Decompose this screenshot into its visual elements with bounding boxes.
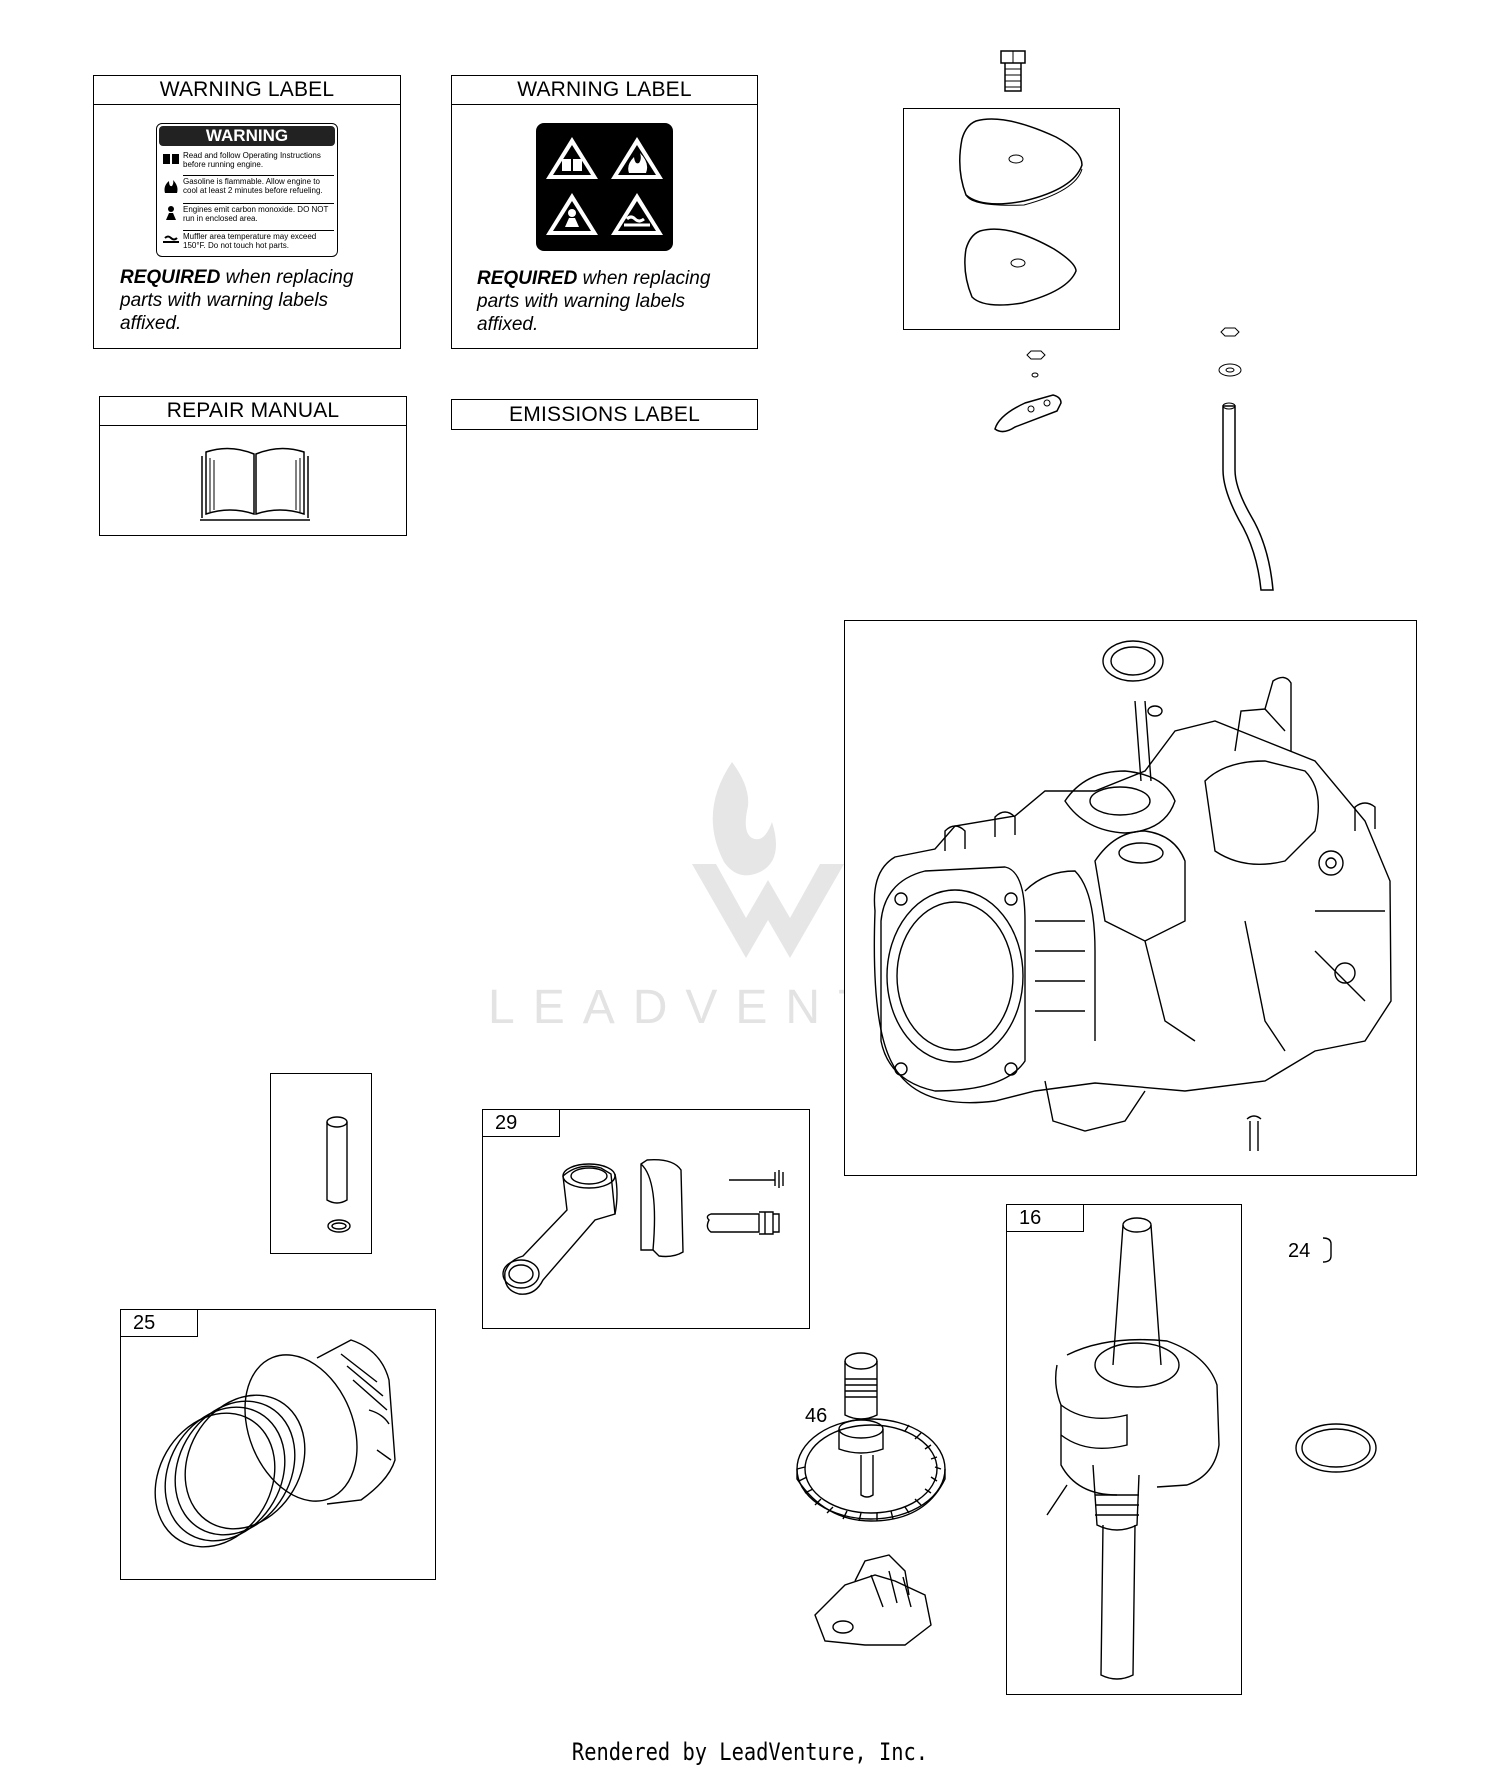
- warning-label-2-panel[interactable]: WARNING LABEL REQUIRED when replacing pa…: [451, 75, 758, 349]
- flame-icon: [164, 180, 178, 193]
- callout-24: 24: [1288, 1240, 1311, 1262]
- hot-surface-warning-icon: [611, 193, 663, 235]
- required-rest: when replacing parts with warning labels…: [477, 268, 711, 335]
- cylinder-block-drawing: [873, 640, 1392, 1151]
- leadventure-logo-watermark: [692, 762, 844, 958]
- person-icon: [166, 206, 176, 220]
- required-emphasis: REQUIRED: [120, 267, 221, 288]
- open-book-icon: [200, 447, 310, 521]
- footer-credit: Rendered by LeadVenture, Inc.: [571, 1738, 929, 1766]
- key-drawing: [1322, 1237, 1332, 1263]
- oil-seal-drawing: [1295, 1423, 1377, 1473]
- hot-surface-icon: [163, 235, 179, 243]
- warning-decal: WARNING Read and follow Operating Instru…: [156, 123, 338, 257]
- safety-symbols-decal: [536, 123, 673, 251]
- warning-decal-line-2: Gasoline is flammable. Allow engine to c…: [183, 176, 334, 204]
- warning-label-1-title: WARNING LABEL: [94, 76, 400, 105]
- breather-drawing: [994, 350, 1062, 433]
- bolt-icon: [1000, 50, 1026, 92]
- repair-manual-panel[interactable]: REPAIR MANUAL: [99, 396, 407, 536]
- emissions-label-title: EMISSIONS LABEL: [509, 403, 700, 426]
- required-emphasis: REQUIRED: [477, 268, 578, 289]
- emissions-label-panel[interactable]: EMISSIONS LABEL: [451, 399, 758, 430]
- gasket-kit-panel[interactable]: [903, 108, 1120, 330]
- dipstick-drawing: [1218, 327, 1274, 591]
- warning-label-2-title: WARNING LABEL: [452, 76, 757, 105]
- crankshaft-drawing: [1046, 1217, 1220, 1680]
- callout-16: 16: [1006, 1204, 1084, 1232]
- book-icon: [163, 154, 179, 164]
- warning-label-1-panel[interactable]: WARNING LABEL WARNING Read and follow Op…: [93, 75, 401, 349]
- cylinder-block-panel[interactable]: [844, 620, 1417, 1176]
- warning-label-1-note: REQUIRED when replacing parts with warni…: [120, 266, 390, 335]
- required-rest: when replacing parts with warning labels…: [120, 267, 354, 334]
- piston-pin-drawing: [326, 1116, 351, 1233]
- warning-decal-line-4: Muffler area temperature may exceed 150°…: [183, 232, 317, 250]
- fire-warning-icon: [611, 137, 663, 179]
- camshaft-drawing: [796, 1352, 946, 1646]
- warning-label-2-note: REQUIRED when replacing parts with warni…: [477, 267, 747, 336]
- callout-29: 29: [482, 1109, 560, 1137]
- repair-manual-title: REPAIR MANUAL: [100, 397, 406, 426]
- piston-kit-drawing: [154, 1339, 396, 1548]
- warning-decal-header: WARNING: [159, 126, 335, 146]
- toxic-fumes-warning-icon: [546, 193, 598, 235]
- callout-46: 46: [805, 1405, 828, 1427]
- piston-kit-panel[interactable]: 25: [120, 1309, 436, 1580]
- connecting-rod-drawing: [502, 1159, 784, 1295]
- connecting-rod-panel[interactable]: 29: [482, 1109, 810, 1329]
- crankshaft-panel[interactable]: 16: [1006, 1204, 1242, 1695]
- warning-decal-line-1: Read and follow Operating Instructions b…: [183, 151, 334, 176]
- gasket-drawing: [959, 118, 1083, 306]
- read-manual-warning-icon: [546, 137, 598, 179]
- warning-decal-line-3: Engines emit carbon monoxide. DO NOT run…: [183, 204, 334, 231]
- callout-25: 25: [120, 1309, 198, 1337]
- piston-pin-panel[interactable]: [270, 1073, 372, 1254]
